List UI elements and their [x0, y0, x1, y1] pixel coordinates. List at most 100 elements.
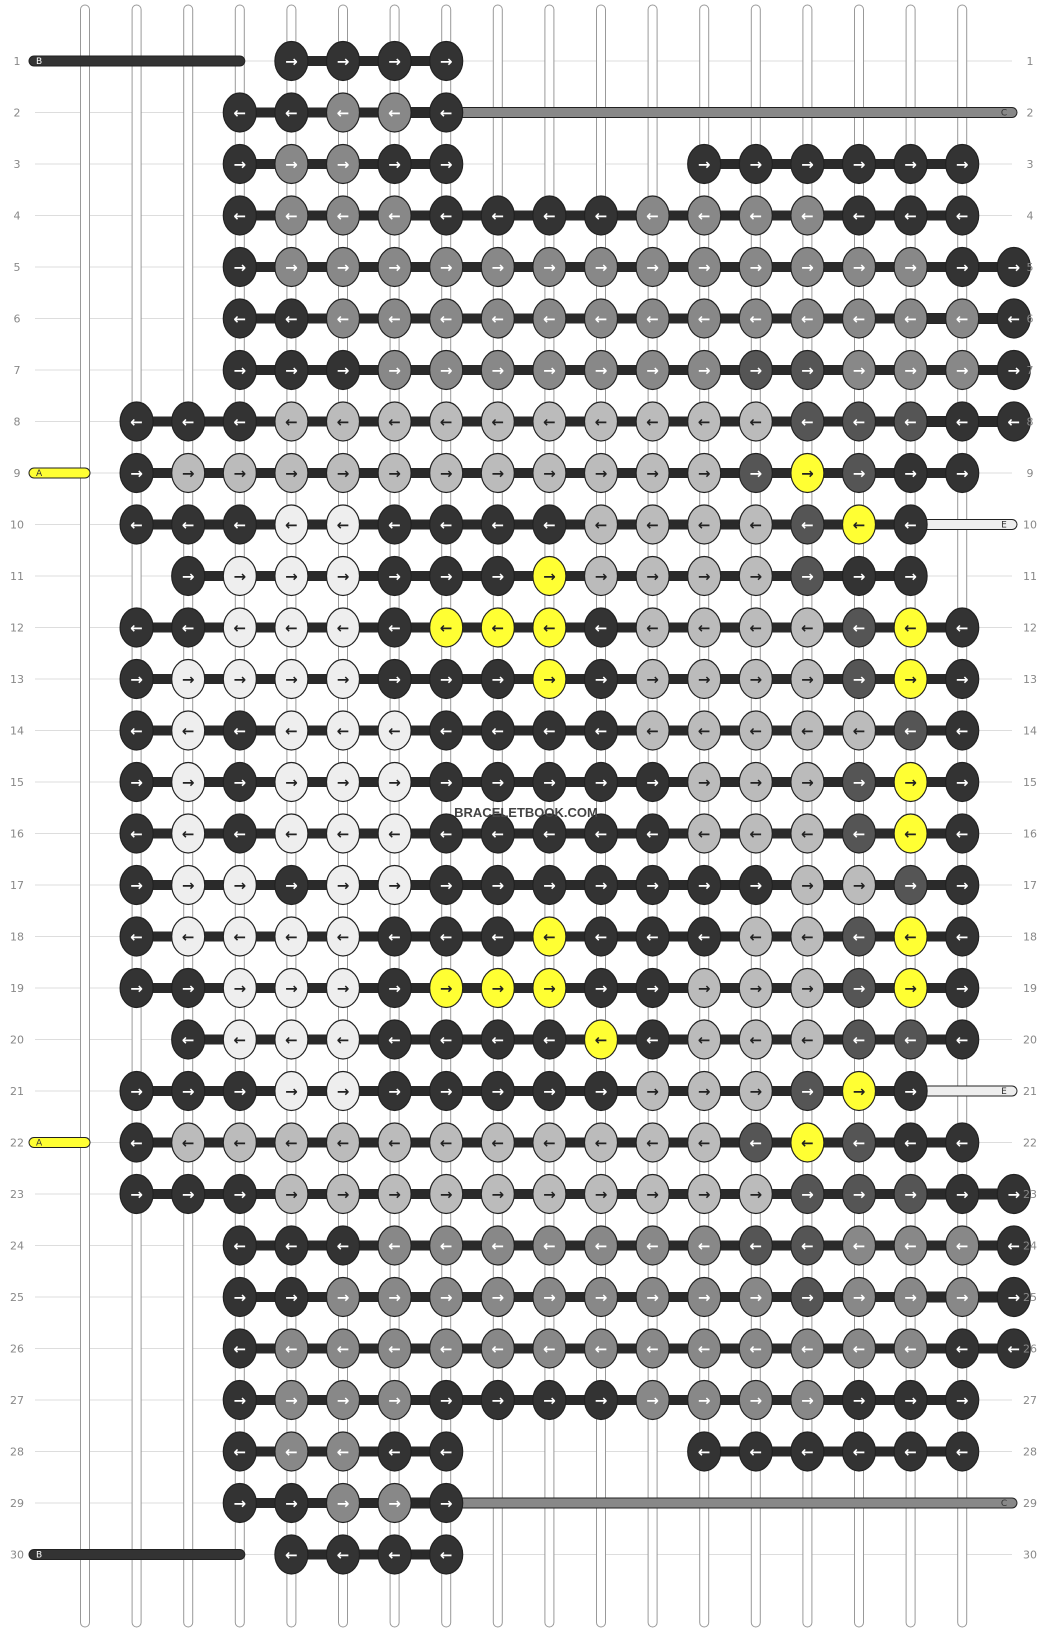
arrow-right-icon: →: [388, 465, 401, 483]
knot: →: [480, 864, 515, 906]
knot: →: [171, 864, 206, 906]
arrow-right-icon: →: [646, 1186, 659, 1204]
arrow-right-icon: →: [543, 1289, 556, 1307]
knot-oval: [222, 1276, 257, 1318]
knot-oval: [841, 504, 877, 545]
arrow-right-icon: →: [285, 980, 298, 998]
arrow-right-icon: →: [646, 568, 659, 586]
knot-oval: [325, 298, 361, 339]
row-label-left: 4: [14, 210, 21, 223]
knot-oval: [377, 92, 412, 133]
row-label-right: 3: [1027, 158, 1034, 171]
knot: ←: [738, 607, 773, 648]
knot-oval: [583, 710, 619, 751]
knot-oval: [222, 813, 257, 854]
knot: →: [945, 1276, 980, 1318]
knot-oval: [325, 813, 361, 854]
arrow-left-icon: ←: [285, 928, 298, 946]
knot: →: [274, 246, 309, 288]
knot-oval: [790, 1122, 825, 1163]
knot-oval: [583, 246, 619, 288]
knot: ←: [325, 298, 361, 339]
knot-oval: [325, 40, 361, 82]
arrow-left-icon: ←: [440, 722, 453, 740]
arrow-right-icon: →: [801, 1289, 814, 1307]
knot-oval: [893, 916, 928, 957]
knot-oval: [790, 1431, 825, 1472]
knot: →: [738, 143, 773, 185]
knot-oval: [274, 607, 309, 648]
knot: ←: [429, 1534, 464, 1575]
knot: ←: [480, 1019, 515, 1060]
arrow-left-icon: ←: [388, 1031, 401, 1049]
arrow-left-icon: ←: [853, 1443, 866, 1461]
row-label-right: 27: [1023, 1394, 1037, 1407]
knot-oval: [480, 195, 515, 236]
arrow-right-icon: →: [853, 671, 866, 689]
arrow-right-icon: →: [337, 1186, 350, 1204]
arrow-left-icon: ←: [698, 1031, 711, 1049]
knot: ←: [532, 1019, 567, 1060]
knot: →: [222, 349, 257, 391]
knot-oval: [429, 967, 464, 1009]
knot-oval: [893, 1379, 928, 1421]
arrow-right-icon: →: [801, 156, 814, 174]
arrow-right-icon: →: [750, 568, 763, 586]
knot-oval: [945, 1173, 980, 1215]
arrow-right-icon: →: [388, 1186, 401, 1204]
knot-oval: [583, 1173, 619, 1215]
knot-oval: [377, 916, 412, 957]
arrow-right-icon: →: [337, 53, 350, 71]
arrow-right-icon: →: [285, 53, 298, 71]
knot: →: [429, 658, 464, 700]
arrow-right-icon: →: [543, 980, 556, 998]
knot-oval: [429, 916, 464, 957]
knot: ←: [635, 813, 670, 854]
knot: →: [429, 1482, 464, 1524]
arrow-left-icon: ←: [440, 207, 453, 225]
knot: →: [480, 555, 515, 597]
knot-oval: [480, 452, 515, 494]
knot-oval: [429, 1482, 464, 1524]
arrow-left-icon: ←: [853, 619, 866, 637]
arrow-left-icon: ←: [388, 1237, 401, 1255]
knot: →: [222, 1070, 257, 1112]
knot-oval: [893, 864, 928, 906]
knot: →: [893, 967, 928, 1009]
arrow-left-icon: ←: [956, 825, 969, 843]
knot-oval: [532, 813, 567, 854]
knot-oval: [583, 1070, 619, 1112]
knot: ←: [583, 298, 619, 339]
knot-oval: [583, 349, 619, 391]
knot-oval: [377, 452, 412, 494]
knot: ←: [377, 916, 412, 957]
knot: →: [532, 864, 567, 906]
knot-oval: [377, 246, 412, 288]
row-label-right: 1: [1027, 55, 1034, 68]
knot: →: [790, 658, 825, 700]
knot: ←: [429, 1431, 464, 1472]
row-label-right: 12: [1023, 622, 1037, 635]
arrow-left-icon: ←: [595, 1134, 608, 1152]
knot-oval: [841, 1276, 877, 1318]
knot-oval: [274, 1225, 309, 1266]
arrow-right-icon: →: [750, 1289, 763, 1307]
knot-oval: [171, 1070, 206, 1112]
arrow-right-icon: →: [853, 1083, 866, 1101]
arrow-left-icon: ←: [750, 516, 763, 534]
arrow-left-icon: ←: [182, 928, 195, 946]
knot-oval: [429, 246, 464, 288]
arrow-left-icon: ←: [388, 310, 401, 328]
knot: →: [480, 967, 515, 1009]
knot-oval: [274, 452, 309, 494]
knot: ←: [893, 298, 928, 339]
knot-oval: [222, 916, 257, 957]
knot-oval: [325, 1482, 361, 1524]
knot: ←: [687, 1431, 722, 1472]
arrow-left-icon: ←: [337, 1237, 350, 1255]
knot: ←: [325, 1225, 361, 1266]
knot-oval: [893, 813, 928, 854]
knot: →: [480, 1379, 515, 1421]
knot-oval: [738, 1122, 773, 1163]
arrow-left-icon: ←: [440, 1340, 453, 1358]
